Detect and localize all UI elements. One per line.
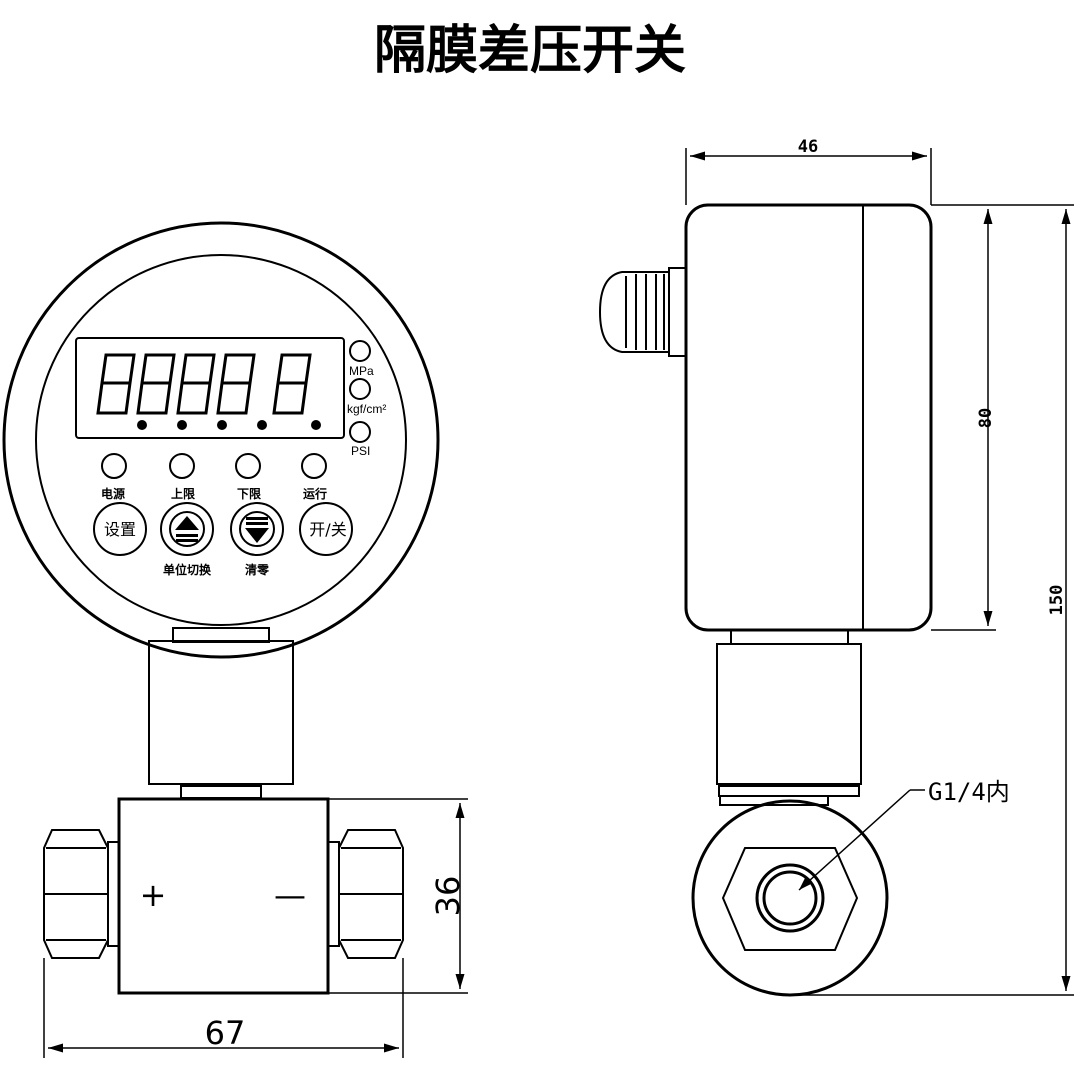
- onoff-button[interactable]: [299, 502, 353, 556]
- left-fitting: [43, 829, 120, 959]
- dim-height-36: 36: [429, 876, 467, 917]
- set-button[interactable]: [93, 502, 147, 556]
- led-display-window: [75, 337, 345, 439]
- label-lower: 下限: [237, 486, 261, 501]
- dim-housing-80: 80: [976, 408, 996, 428]
- unit-switch-caption: 单位切换: [163, 562, 212, 577]
- page-title: 隔膜差压开关: [374, 21, 686, 81]
- upper-limit-led: [169, 453, 195, 479]
- cable-gland: [598, 267, 687, 357]
- power-led: [101, 453, 127, 479]
- side-neck: [730, 629, 849, 645]
- side-dimensions: [685, 148, 1074, 996]
- set-button-label: 设置: [104, 520, 136, 539]
- stem-block: [148, 640, 294, 785]
- port-hex: [721, 847, 859, 951]
- side-stem: [716, 643, 862, 785]
- inner-face: [35, 254, 407, 626]
- dim-depth-46: 46: [798, 137, 818, 157]
- side-view: [598, 203, 933, 997]
- right-fitting: [327, 829, 404, 959]
- port-bore-outer: [755, 863, 825, 933]
- front-dimensions: [43, 798, 468, 1058]
- onoff-button-label: 开/关: [309, 520, 346, 539]
- dim-total-150: 150: [1047, 585, 1067, 616]
- label-upper: 上限: [171, 486, 195, 501]
- unit-label-psi: PSI: [351, 444, 370, 458]
- neck-collar: [172, 627, 270, 643]
- run-led: [301, 453, 327, 479]
- unit-led-mpa: [349, 340, 371, 362]
- housing: [684, 203, 933, 632]
- down-arrow-icon: [239, 511, 275, 547]
- up-button[interactable]: [160, 502, 214, 556]
- stem-collar: [180, 785, 262, 799]
- front-view: [2, 221, 440, 995]
- unit-label-mpa: MPa: [349, 364, 374, 378]
- zero-caption: 清零: [245, 562, 270, 577]
- label-run: 运行: [303, 486, 327, 501]
- unit-label-kgf: kgf/cm²: [347, 402, 386, 416]
- label-power: 电源: [101, 486, 125, 501]
- dim-width-67: 67: [205, 1014, 246, 1052]
- lower-limit-led: [235, 453, 261, 479]
- minus-port-label: —: [274, 876, 306, 914]
- led-digits: [96, 353, 256, 415]
- unit-led-kgf: [349, 378, 371, 400]
- port-bore-inner: [762, 870, 818, 926]
- up-arrow-icon: [169, 511, 205, 547]
- down-button[interactable]: [230, 502, 284, 556]
- plus-port-label: +: [140, 876, 167, 914]
- outer-bezel: [2, 221, 440, 659]
- thread-label: G1/4内: [928, 778, 1010, 806]
- unit-led-psi: [349, 421, 371, 443]
